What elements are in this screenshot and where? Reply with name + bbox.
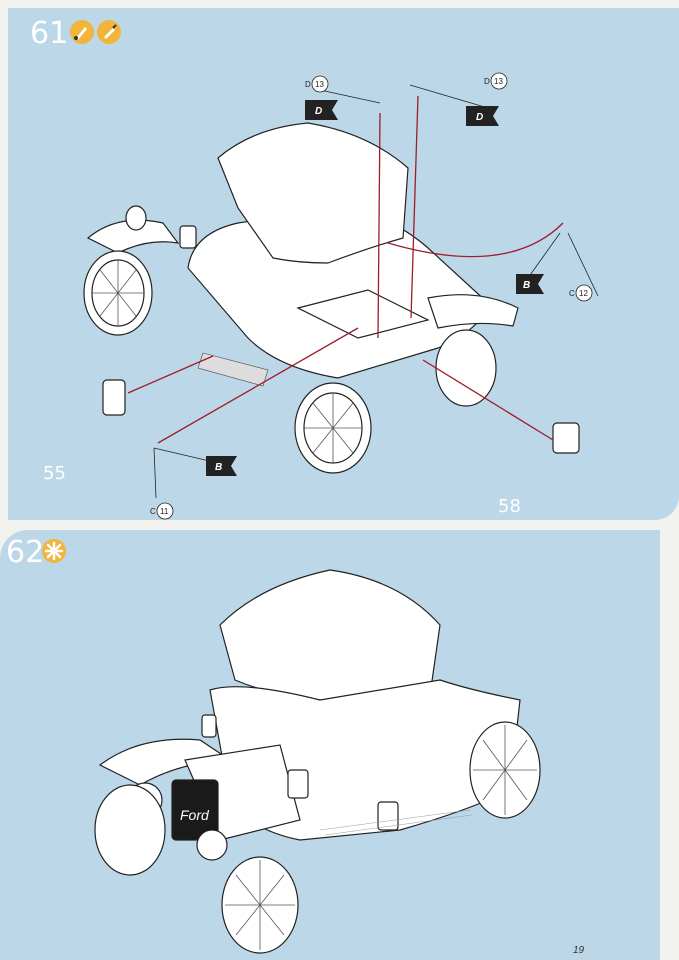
svg-text:Ford: Ford	[180, 807, 210, 823]
svg-text:C: C	[569, 289, 575, 298]
paint-brush-icon	[70, 20, 94, 44]
svg-text:13: 13	[315, 80, 324, 89]
svg-text:D: D	[476, 112, 483, 123]
step-62-panel: 62	[0, 530, 660, 960]
decal-icon	[42, 539, 66, 563]
svg-text:B: B	[523, 280, 530, 291]
step-number: 62	[6, 535, 45, 570]
svg-text:C: C	[150, 507, 156, 516]
svg-text:12: 12	[579, 289, 588, 298]
page-number: 19	[573, 945, 585, 956]
svg-text:B: B	[215, 462, 222, 473]
step-62-illustration: Ford	[94, 569, 541, 954]
ref-label-58: 58	[498, 496, 521, 517]
glue-icon	[97, 20, 121, 44]
step-number: 61	[30, 16, 69, 51]
svg-text:D: D	[315, 106, 322, 117]
step-61-illustration: D 13 D 13 C 12 C 11 D D B B	[83, 72, 599, 520]
step-61-panel: 61	[8, 8, 679, 520]
svg-text:11: 11	[160, 507, 169, 516]
svg-text:D: D	[484, 77, 490, 86]
svg-text:13: 13	[494, 77, 503, 86]
svg-text:D: D	[305, 80, 311, 89]
ref-label-55: 55	[43, 463, 66, 484]
